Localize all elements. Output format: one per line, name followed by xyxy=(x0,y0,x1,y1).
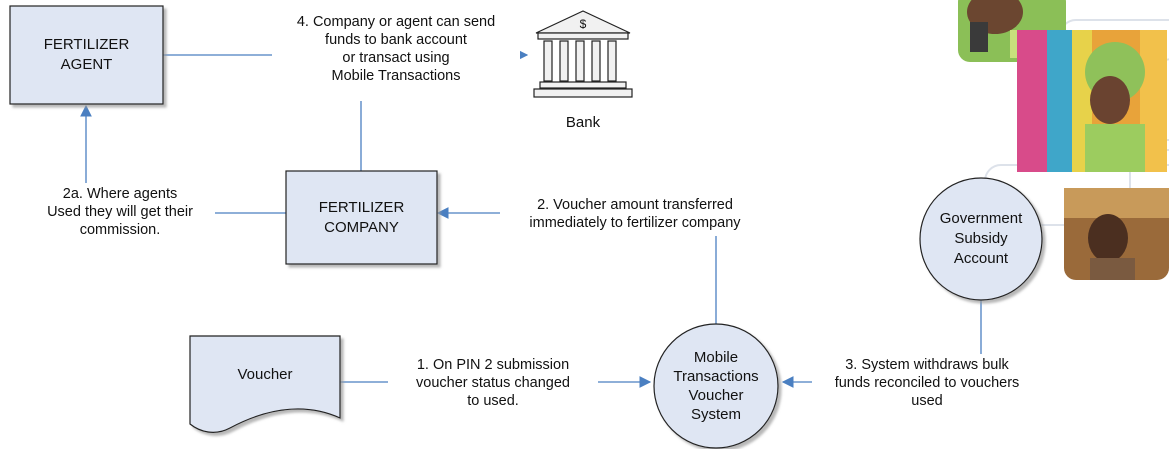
step3-label-line2: funds reconciled to vouchers xyxy=(834,375,1020,391)
mobile-system-label-line2: Transactions xyxy=(673,368,759,385)
step2a-label-line2: Used they will get their xyxy=(47,204,193,220)
man-carrying-straw-photo xyxy=(1064,188,1169,280)
step1-label-line3: to used. xyxy=(467,393,519,409)
fertilizer-company-label: FERTILIZER COMPANY xyxy=(286,171,437,264)
step4-label: 4. Company or agent can send funds to ba… xyxy=(272,13,520,85)
government-account-label: Government Subsidy Account xyxy=(920,207,1042,271)
government-account-label-line1: Government xyxy=(939,210,1023,227)
fertilizer-agent-label-line1: FERTILIZER xyxy=(43,36,130,53)
fertilizer-company-box xyxy=(285,170,438,265)
government-account-circle xyxy=(919,177,1043,301)
fertilizer-company-label-line2: COMPANY xyxy=(324,218,399,236)
voucher-document-shape xyxy=(189,335,341,433)
step2a-label-line1: 2a. Where agents xyxy=(62,186,178,202)
step4-label-line4: Mobile Transactions xyxy=(331,68,461,84)
fertilizer-agent-box xyxy=(9,5,164,105)
step4-label-line2: funds to bank account xyxy=(325,32,467,48)
step1-label-line1: 1. On PIN 2 submission xyxy=(416,357,570,373)
voucher-label: Voucher xyxy=(190,358,340,392)
mobile-system-label-line1: Mobile xyxy=(693,349,739,366)
bank-icon xyxy=(533,10,633,98)
step1-label: 1. On PIN 2 submission voucher status ch… xyxy=(388,356,598,410)
step4-label-line3: or transact using xyxy=(342,50,450,66)
step2-label-line1: 2. Voucher amount transferred xyxy=(537,197,733,213)
step4-label-line1: 4. Company or agent can send xyxy=(296,14,496,30)
step3-label-line3: used xyxy=(911,393,943,409)
fertilizer-agent-label-line2: AGENT xyxy=(60,56,113,73)
bank-label: Bank xyxy=(553,113,613,133)
step2-label-line2: immediately to fertilizer company xyxy=(529,215,741,231)
voucher-label-text: Voucher xyxy=(237,366,293,383)
government-account-label-line2: Subsidy xyxy=(954,230,1008,247)
woman-colorful-fabrics-photo xyxy=(1017,30,1167,172)
step2a-label-line3: commission. xyxy=(79,222,161,238)
step3-label-line1: 3. System withdraws bulk xyxy=(845,357,1009,373)
step3-label: 3. System withdraws bulk funds reconcile… xyxy=(812,356,1042,410)
government-account-label-line3: Account xyxy=(953,250,1009,267)
bank-dollar-symbol: $ xyxy=(580,17,587,31)
mobile-system-circle xyxy=(653,323,779,449)
bank-label-text: Bank xyxy=(565,114,601,131)
step2-label: 2. Voucher amount transferred immediatel… xyxy=(500,196,770,232)
mobile-system-label-line4: System xyxy=(690,406,741,423)
step2a-label: 2a. Where agents Used they will get thei… xyxy=(25,185,215,239)
step1-label-line2: voucher status changed xyxy=(416,375,570,391)
fertilizer-company-label-line1: FERTILIZER xyxy=(318,198,405,216)
fertilizer-agent-label: FERTILIZER AGENT xyxy=(10,6,163,104)
mobile-system-label: Mobile Transactions Voucher System xyxy=(654,343,778,429)
mobile-system-label-line3: Voucher xyxy=(688,387,744,404)
